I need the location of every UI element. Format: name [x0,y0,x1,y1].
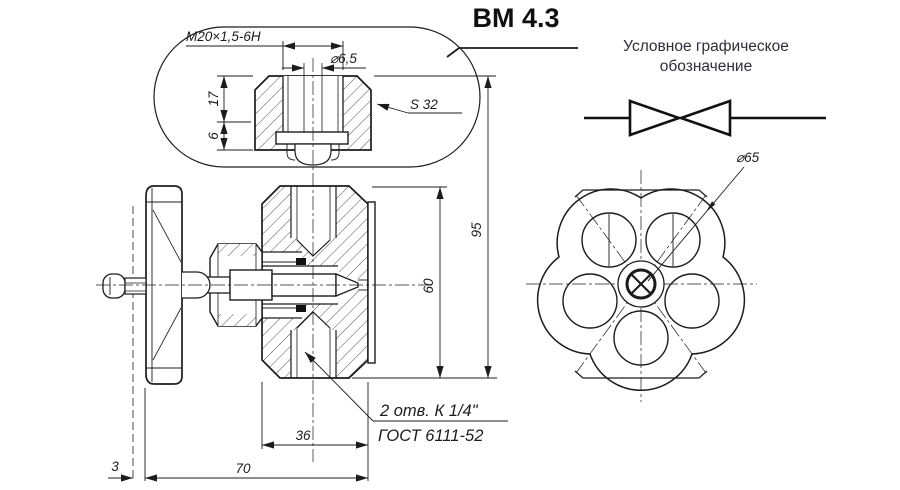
stem-screw-head [102,273,126,299]
nut-hatch-right [343,76,371,150]
nut-height-label: 17 [206,91,221,107]
symbol-caption-line2: обозначение [660,58,752,75]
title-leader-line [446,47,578,58]
hole-diameter-label: ⌀6,5 [330,51,357,66]
body-height-label: 60 [421,278,436,294]
gap-label: 3 [111,459,119,474]
gland-flange [275,131,349,145]
wheel-hub [617,260,665,308]
nut-outline [254,75,372,151]
main-section-view: 2 отв. К 1/4" ГОСТ 6111-52 95 60 36 70 3 [102,75,508,482]
bottom-port [290,311,337,378]
ports-note: 2 отв. К 1/4" ГОСТ 6111-52 [304,351,508,445]
wheel-diameter-dim: ⌀65 [647,150,760,282]
detail-view-bubble: M20×1,5-6H ⌀6,5 17 6 S 32 [153,26,481,168]
thread-dimension-label: M20×1,5-6H [186,29,261,44]
handwheel-profile [145,185,183,385]
overall-depth-label: 70 [235,461,251,476]
ports-note-line2: ГОСТ 6111-52 [378,427,483,445]
collar-height-label: 6 [206,132,221,140]
handwheel-front-view: ⌀65 [526,150,760,402]
packing-seal-top [296,258,306,265]
outlet-face-plate [367,201,376,364]
wrench-size-label: S 32 [410,97,438,112]
packing-seal-bottom [296,305,306,312]
main-dimensions: 95 60 36 70 3 [108,75,497,482]
symbol-caption-line1: Условное графическое [623,38,789,55]
detail-dimensions: M20×1,5-6H ⌀6,5 17 6 S 32 [186,29,462,151]
needle-tip [335,273,359,297]
ports-note-line1: 2 отв. К 1/4" [379,402,479,420]
valve-symbol-block: Условное графическое обозначение [584,38,826,137]
valve-symbol-icon [584,99,826,137]
wheel-diameter-label: ⌀65 [736,150,760,165]
title-block: ВМ 4.3 [446,3,578,58]
body-width-label: 36 [295,428,311,443]
detail-bubble-outline [153,26,481,168]
drawing-title: ВМ 4.3 [472,3,559,33]
overall-height-label: 95 [469,222,484,238]
main-centerlines [96,58,435,462]
handwheel-holes [562,212,720,366]
